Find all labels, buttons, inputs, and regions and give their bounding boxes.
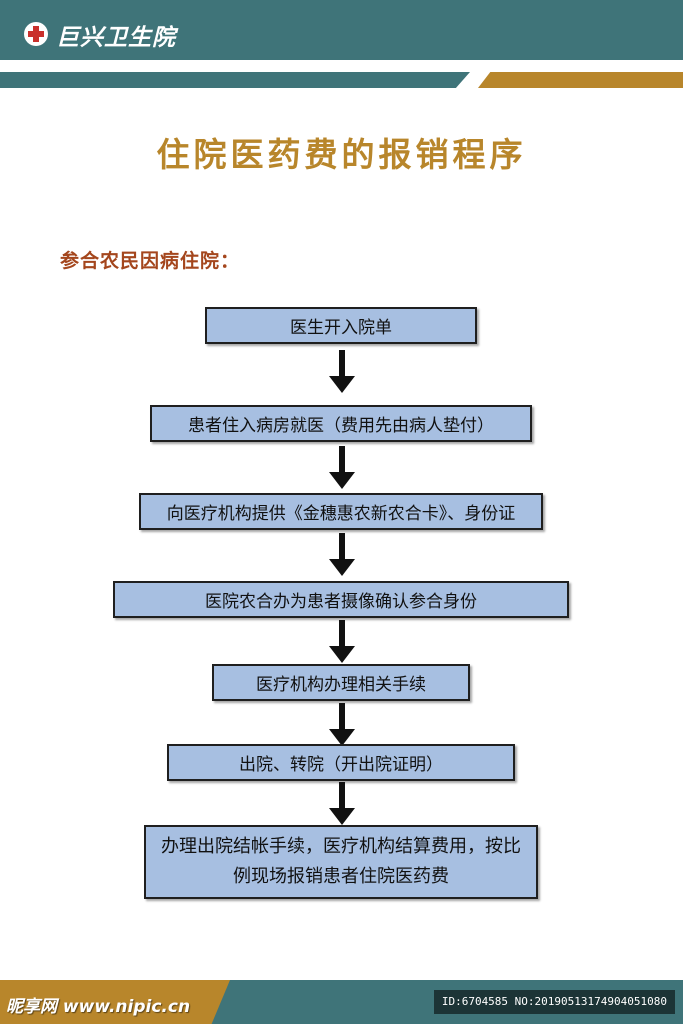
header-banner	[0, 0, 683, 60]
flow-step-2: 患者住入病房就医（费用先由病人垫付）	[150, 405, 532, 442]
flow-step-3: 向医疗机构提供《金穗惠农新农合卡》、身份证	[139, 493, 543, 530]
footer-accent	[0, 980, 230, 1024]
flow-step-4: 医院农合办为患者摄像确认参合身份	[113, 581, 569, 618]
flow-arrow-down-icon	[329, 703, 355, 747]
flow-step-1: 医生开入院单	[205, 307, 477, 344]
decorative-stripe-gold	[478, 72, 683, 88]
flow-arrow-down-icon	[329, 533, 355, 577]
page-title: 住院医药费的报销程序	[156, 135, 527, 174]
flow-arrow-down-icon	[329, 620, 355, 664]
section-heading: 参合农民因病住院：	[60, 250, 241, 272]
image-id-label: ID:6704585 NO:20190513174904051080	[433, 990, 675, 1014]
flow-step-6: 出院、转院（开出院证明）	[167, 744, 515, 781]
red-cross-icon	[24, 22, 48, 46]
flow-step-5: 医疗机构办理相关手续	[212, 664, 470, 701]
hospital-name: 巨兴卫生院	[56, 24, 176, 51]
decorative-stripe-teal	[0, 72, 470, 88]
flow-arrow-down-icon	[329, 446, 355, 490]
flow-arrow-down-icon	[329, 350, 355, 394]
flow-step-7: 办理出院结帐手续，医疗机构结算费用，按比例现场报销患者住院医药费	[144, 825, 538, 899]
watermark-logo: 昵享网 www.nipic.cn	[6, 997, 191, 1017]
flow-arrow-down-icon	[329, 782, 355, 826]
